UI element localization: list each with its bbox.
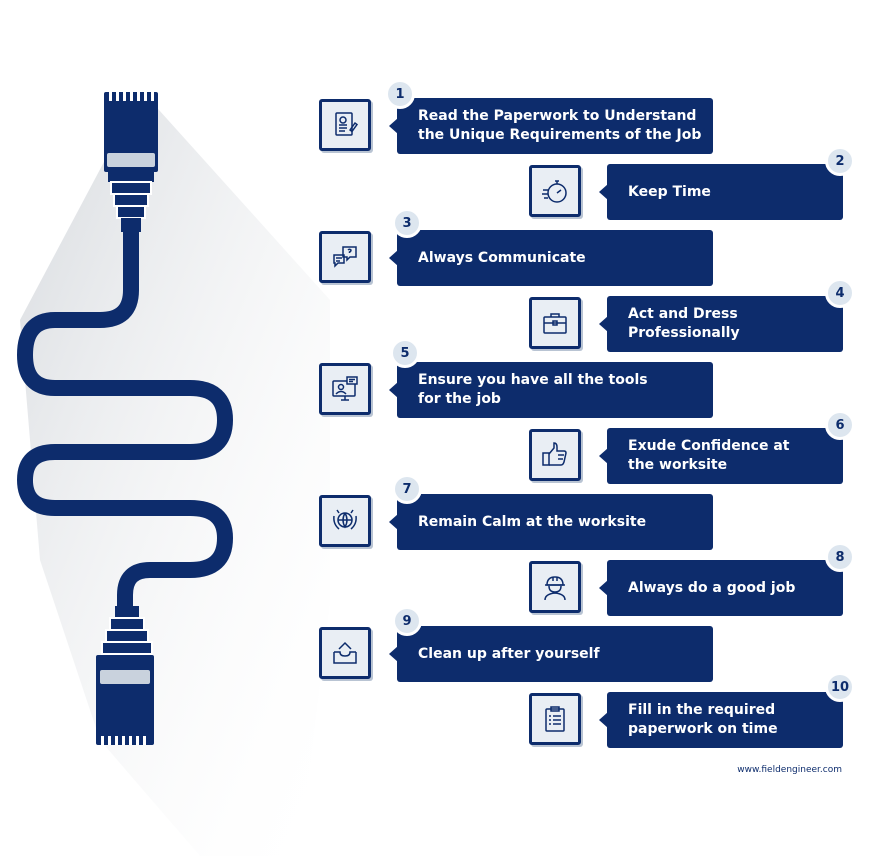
tray-icon xyxy=(319,627,371,679)
step-8-number-badge: 8 xyxy=(825,542,855,572)
step-4-number-badge: 4 xyxy=(825,278,855,308)
thumbs-up-icon xyxy=(529,429,581,481)
step-7-label-box: Remain Calm at the worksite xyxy=(389,494,713,550)
step-1-number-badge: 1 xyxy=(385,79,415,109)
step-6-text: Exude Confidence at the worksite xyxy=(628,438,790,473)
step-3-label-box: Always Communicate xyxy=(389,230,713,286)
step-1-text: Read the Paperwork to Understand the Uni… xyxy=(418,108,702,143)
bottom-plug xyxy=(96,606,154,745)
top-plug xyxy=(104,92,158,232)
computer-user-icon xyxy=(319,363,371,415)
worker-helmet-icon xyxy=(529,561,581,613)
step-5-label-box: Ensure you have all the tools for the jo… xyxy=(389,362,713,418)
step-5-number-badge: 5 xyxy=(390,338,420,368)
globe-hand-icon xyxy=(319,495,371,547)
clipboard-checklist-icon xyxy=(529,693,581,745)
step-6-label-box: Exude Confidence at the worksite xyxy=(599,428,843,484)
step-2-text: Keep Time xyxy=(628,183,711,200)
cable-shadow xyxy=(20,100,330,856)
step-10-text: Fill in the required paperwork on time xyxy=(628,702,778,737)
step-3-number-badge: 3 xyxy=(392,208,422,238)
chat-bubbles-icon xyxy=(319,231,371,283)
step-7-text: Remain Calm at the worksite xyxy=(418,513,647,530)
step-2-label-box: Keep Time xyxy=(599,164,843,220)
step-6-number-badge: 6 xyxy=(825,410,855,440)
step-9-number-badge: 9 xyxy=(392,606,422,636)
stopwatch-icon xyxy=(529,165,581,217)
step-1-label-box: Read the Paperwork to Understand the Uni… xyxy=(389,98,713,154)
step-2-number-badge: 2 xyxy=(825,146,855,176)
step-5-text: Ensure you have all the tools for the jo… xyxy=(418,372,648,407)
step-7-number-badge: 7 xyxy=(392,474,422,504)
step-9-text: Clean up after yourself xyxy=(418,645,600,662)
step-8-text: Always do a good job xyxy=(628,579,796,596)
briefcase-icon xyxy=(529,297,581,349)
website-url[interactable]: www.fieldengineer.com xyxy=(737,765,842,775)
step-4-label-box: Act and Dress Professionally xyxy=(599,296,843,352)
step-3-text: Always Communicate xyxy=(418,249,586,266)
cable-wire xyxy=(17,222,233,618)
document-certificate-icon xyxy=(319,99,371,151)
step-10-label-box: Fill in the required paperwork on time xyxy=(599,692,843,748)
step-8-label-box: Always do a good job xyxy=(599,560,843,616)
step-10-number-badge: 10 xyxy=(825,672,855,702)
step-9-label-box: Clean up after yourself xyxy=(389,626,713,682)
step-4-text: Act and Dress Professionally xyxy=(628,306,740,341)
